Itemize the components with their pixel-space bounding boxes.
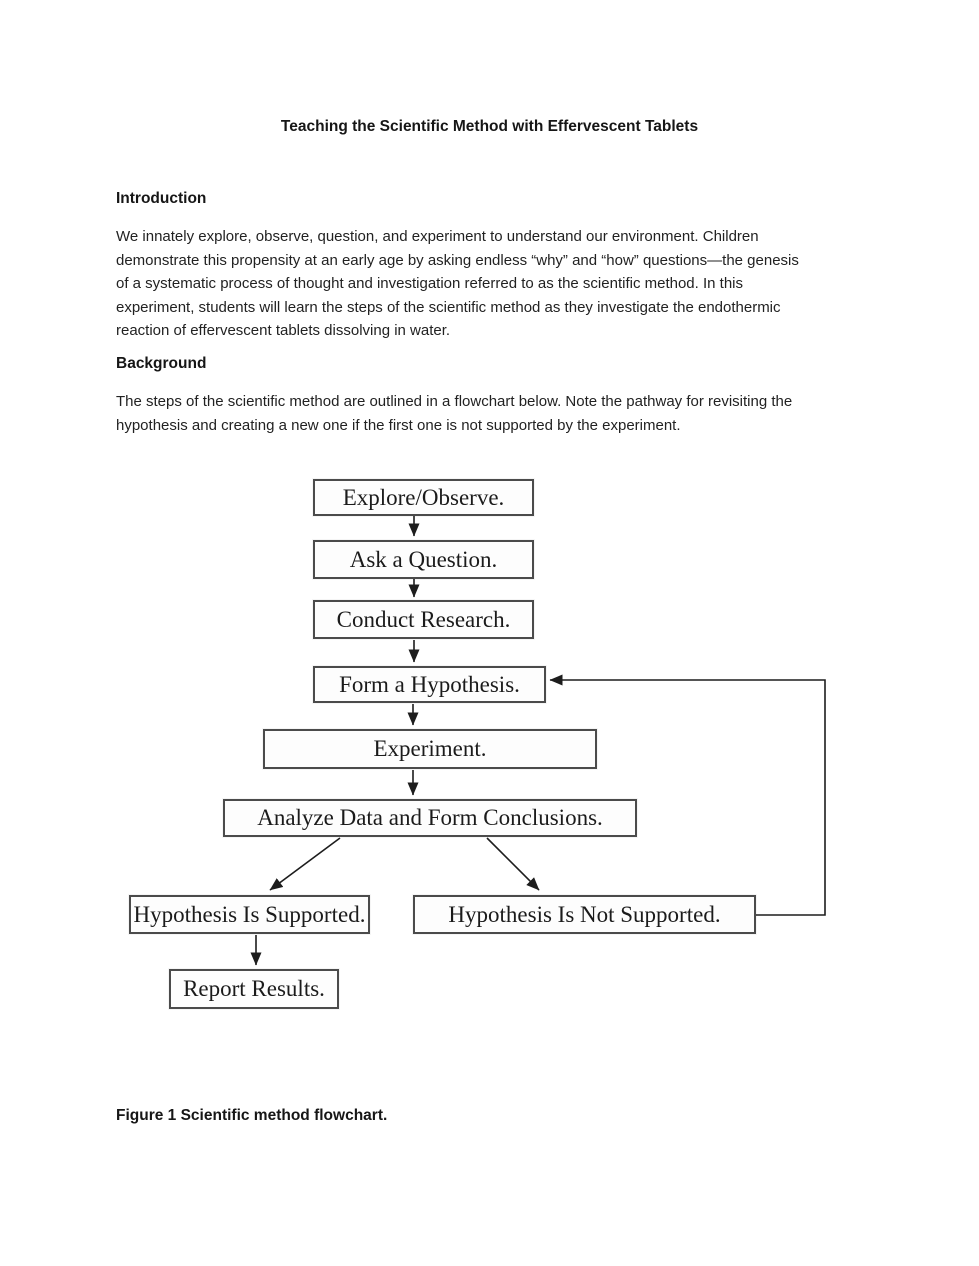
flowchart-node-experiment: Experiment. <box>263 729 597 769</box>
background-paragraph: The steps of the scientific method are o… <box>116 393 793 434</box>
flowchart-node-explore-observe: Explore/Observe. <box>313 479 534 516</box>
figure-caption: Figure 1 Scientific method flowchart. <box>116 1107 388 1124</box>
flowchart-node-report-results: Report Results. <box>169 969 339 1009</box>
flowchart-node-form-a-hypothesis: Form a Hypothesis. <box>313 666 546 703</box>
flowchart-node-conduct-research: Conduct Research. <box>313 600 534 639</box>
arrow-analyze-to-not-supported <box>486 837 540 891</box>
flowchart-node-hypothesis-is-not-supported: Hypothesis Is Not Supported. <box>413 895 756 934</box>
section-heading-introduction: Introduction <box>116 190 207 207</box>
introduction-paragraph: We innately explore, observe, question, … <box>116 228 799 339</box>
arrow-analyze-to-supported <box>269 837 341 891</box>
arrow-not-supported-back-to-hypothesis <box>549 674 826 916</box>
flowchart-node-analyze-data-and-form-conclusions: Analyze Data and Form Conclusions. <box>223 799 637 837</box>
flowchart-node-ask-a-question: Ask a Question. <box>313 540 534 579</box>
flowchart-node-hypothesis-is-supported: Hypothesis Is Supported. <box>129 895 370 934</box>
document-title: Teaching the Scientific Method with Effe… <box>280 118 699 135</box>
section-heading-background: Background <box>116 355 207 372</box>
